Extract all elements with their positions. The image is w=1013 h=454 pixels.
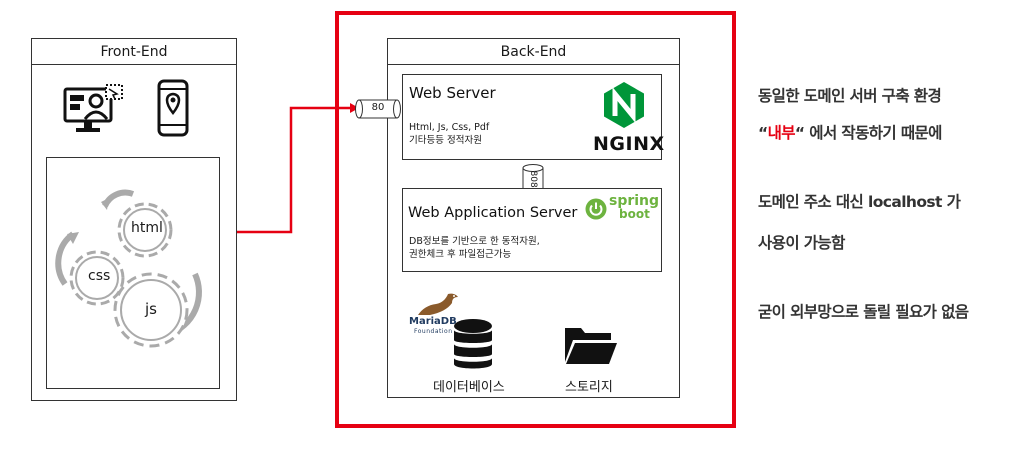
was-desc-1: DB정보를 기반으로 한 동적자원,: [409, 236, 540, 247]
mariadb-seal-icon: [412, 291, 468, 319]
web-server-title: Web Server: [409, 84, 496, 102]
web-server-box: Web Server Html, Js, Css, Pdf 기타등등 정적자원 …: [402, 74, 665, 160]
note-line-4: 사용이 가능함: [758, 234, 845, 252]
note-quote-open: “: [758, 124, 768, 142]
was-desc-2: 권한체크 후 파일접근가능: [409, 249, 512, 260]
gear-label-css: css: [88, 268, 111, 284]
note-highlight-internal: 내부: [767, 124, 796, 142]
note-line-1: 동일한 도메인 서버 구축 환경: [758, 87, 942, 105]
note-line-5: 굳이 외부망으로 돌릴 필요가 없음: [758, 303, 969, 321]
note-line-2-rest: “ 에서 작동하기 때문에: [794, 124, 943, 142]
spring-logo-text: spring: [609, 193, 660, 209]
database-icon: [452, 318, 494, 370]
boot-logo-text: boot: [619, 207, 650, 221]
web-server-desc-2: 기타등등 정적자원: [409, 135, 482, 146]
note-line-2: “내부“ 에서 작동하기 때문에: [758, 121, 942, 143]
front-end-panel: Front-End: [31, 38, 237, 401]
gear-js-icon: [113, 272, 189, 348]
gear-label-html: html: [131, 220, 163, 236]
gear-css-icon: [69, 250, 125, 306]
gears-illustration: [55, 189, 202, 348]
storage-label: 스토리지: [565, 380, 613, 395]
back-end-divider: [388, 64, 679, 65]
gear-label-js: js: [145, 300, 157, 318]
note-line-3: 도메인 주소 대신 localhost 가: [758, 193, 961, 211]
gear-html-icon: [117, 202, 173, 258]
database-label: 데이터베이스: [433, 380, 505, 395]
front-end-assets-box: html css js: [46, 157, 220, 389]
mariadb-logo-text: MariaDB: [409, 316, 457, 327]
front-end-divider: [32, 64, 236, 65]
port-80-label: 80: [371, 102, 385, 113]
mobile-location-icon: [156, 79, 190, 137]
nginx-logo-icon: [602, 81, 646, 129]
desktop-user-icon: [62, 83, 126, 135]
was-title: Web Application Server: [408, 205, 578, 221]
mariadb-logo-sub: Foundation: [414, 328, 453, 335]
web-server-desc-1: Html, Js, Css, Pdf: [409, 122, 490, 133]
was-box: Web Application Server DB정보를 기반으로 한 동적자원…: [402, 188, 662, 272]
back-end-title: Back-End: [500, 44, 567, 60]
nginx-logo-text: NGINX: [593, 133, 665, 155]
folder-icon: [563, 322, 619, 366]
front-end-title: Front-End: [100, 44, 168, 60]
spring-boot-logo-icon: [585, 198, 607, 220]
back-end-highlight-frame: [335, 11, 736, 428]
port-80-cylinder: 80: [355, 99, 401, 119]
